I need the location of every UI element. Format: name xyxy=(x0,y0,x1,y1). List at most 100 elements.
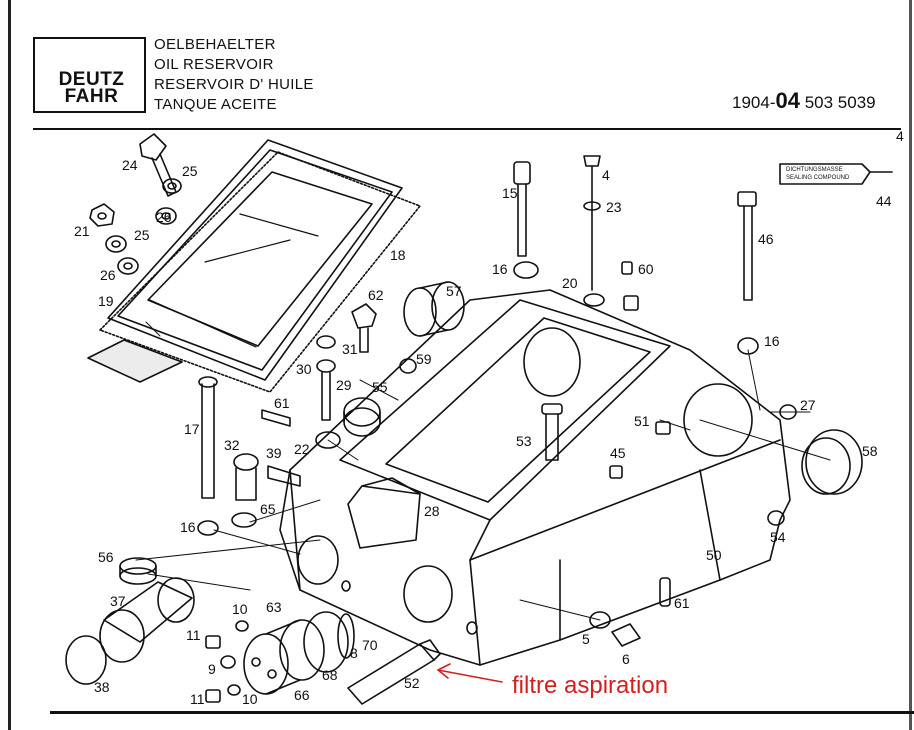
callout-22: 22 xyxy=(294,441,310,457)
callout-21: 21 xyxy=(74,223,90,239)
page-marker: 4 xyxy=(896,128,904,144)
callout-32: 32 xyxy=(224,437,240,453)
callout-18: 18 xyxy=(390,247,406,263)
brand-logo: DEUTZ FAHR xyxy=(33,37,146,113)
brand-line-1: DEUTZ xyxy=(58,69,125,90)
callout-9: 9 xyxy=(208,661,216,677)
callout-61b: 61 xyxy=(674,595,690,611)
callout-19: 19 xyxy=(98,293,114,309)
compound-tube-line-1: DICHTUNGSMASSE xyxy=(786,167,843,173)
callout-6: 6 xyxy=(622,651,630,667)
brand-line-2: FAHR xyxy=(64,86,119,107)
filter-37 xyxy=(99,577,195,663)
bolt-24 xyxy=(139,133,177,197)
callout-15: 15 xyxy=(502,185,518,201)
small-parts xyxy=(205,261,797,703)
brand-logo-text: DEUTZ FAHR xyxy=(39,69,144,107)
callout-46: 46 xyxy=(758,231,774,247)
callout-28: 28 xyxy=(424,503,440,519)
title-block: OELBEHAELTER OIL RESERVOIR RESERVOIR D' … xyxy=(154,35,314,115)
callout-60: 60 xyxy=(638,261,654,277)
bolt-17 xyxy=(197,376,219,536)
sensor-39 xyxy=(267,465,301,487)
leader-lines xyxy=(135,321,831,621)
callout-11: 11 xyxy=(186,627,201,643)
part-number-group: 04 xyxy=(775,88,800,113)
callout-62: 62 xyxy=(368,287,384,303)
title-spanish: TANQUE ACEITE xyxy=(154,96,277,113)
pump-28 xyxy=(347,477,421,549)
cap-58 xyxy=(801,429,863,495)
bolt-46 xyxy=(737,191,759,355)
plug-55 xyxy=(343,397,381,437)
oil-pan-cover xyxy=(107,139,403,381)
callout-63: 63 xyxy=(266,599,282,615)
washers-21-stack xyxy=(105,235,139,275)
callout-25b: 25 xyxy=(134,227,150,243)
bolt-15 xyxy=(513,161,539,279)
callout-70: 70 xyxy=(362,637,378,653)
callout-11b: 11 xyxy=(190,691,205,707)
scan-edge-left xyxy=(8,0,11,730)
gasket xyxy=(99,151,421,393)
callout-59: 59 xyxy=(416,351,432,367)
plug-56 xyxy=(119,557,157,585)
callout-17: 17 xyxy=(184,421,200,437)
sealing-compound-tube-44 xyxy=(779,163,893,185)
nut-21 xyxy=(89,203,115,227)
callout-53: 53 xyxy=(516,433,532,449)
strainer-plate xyxy=(87,339,183,383)
callout-51: 51 xyxy=(634,413,650,429)
callout-31: 31 xyxy=(342,341,358,357)
callout-10: 10 xyxy=(232,601,248,617)
callout-25: 25 xyxy=(182,163,198,179)
annotation-arrow xyxy=(437,663,503,683)
callout-30: 30 xyxy=(296,361,312,377)
seal-ring-57 xyxy=(403,281,465,337)
suction-filter-annotation: filtre aspiration xyxy=(512,672,669,699)
plug-32 xyxy=(231,453,259,528)
callout-37: 37 xyxy=(110,593,126,609)
suction-filter-52 xyxy=(347,639,441,705)
callout-56: 56 xyxy=(98,549,114,565)
callout-68: 68 xyxy=(322,667,338,683)
title-french: RESERVOIR D' HUILE xyxy=(154,76,314,93)
callout-61: 61 xyxy=(274,395,290,411)
callout-45: 45 xyxy=(610,445,626,461)
compound-tube-label: DICHTUNGSMASSE SEALING COMPOUND xyxy=(786,166,849,182)
callout-16c: 16 xyxy=(764,333,780,349)
bolt-62 xyxy=(351,303,377,353)
spring-68 xyxy=(337,613,355,659)
part-number: 1904-04 503 5039 xyxy=(732,88,876,114)
callout-20: 20 xyxy=(562,275,578,291)
callout-66: 66 xyxy=(294,687,310,703)
callout-24: 24 xyxy=(122,157,138,173)
valve-body-66 xyxy=(243,611,349,695)
callout-44: 44 xyxy=(876,193,892,209)
dipstick-4-23 xyxy=(583,155,605,307)
reservoir-housing xyxy=(279,289,791,666)
callout-23: 23 xyxy=(606,199,622,215)
title-german: OELBEHAELTER xyxy=(154,36,276,53)
callout-8: 8 xyxy=(350,645,358,661)
compound-tube-line-2: SEALING COMPOUND xyxy=(786,175,850,181)
washers-25-26 xyxy=(155,178,182,225)
callout-29: 29 xyxy=(336,377,352,393)
scan-edge-right xyxy=(909,0,912,730)
callout-55: 55 xyxy=(372,379,388,395)
callout-27: 27 xyxy=(800,397,816,413)
callout-10b: 10 xyxy=(242,691,258,707)
callout-39: 39 xyxy=(266,445,282,461)
stud-29-31 xyxy=(315,335,341,449)
callout-5: 5 xyxy=(582,631,590,647)
callout-26: 26 xyxy=(156,209,172,225)
callout-54: 54 xyxy=(770,529,786,545)
callout-26b: 26 xyxy=(100,267,116,283)
callout-52: 52 xyxy=(404,675,420,691)
callout-16: 16 xyxy=(492,261,508,277)
callout-58: 58 xyxy=(862,443,878,459)
callout-4: 4 xyxy=(602,167,610,183)
footer-rule xyxy=(50,711,914,714)
